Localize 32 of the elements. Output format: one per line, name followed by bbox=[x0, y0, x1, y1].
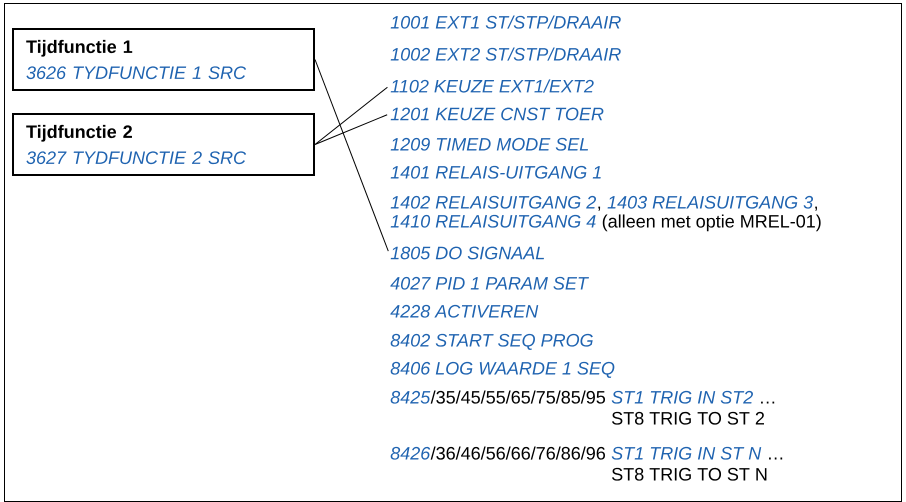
parameter-label: 8426 bbox=[390, 446, 430, 460]
parameter-label: 1401 RELAIS-UITGANG 1 bbox=[390, 166, 601, 179]
parameter-label: 1805 DO SIGNAAL bbox=[390, 246, 544, 260]
note-text: ST8 TRIG TO ST 2 bbox=[612, 412, 764, 425]
note-text: ST8 TRIG TO ST N bbox=[612, 468, 766, 481]
parameter-label: 1402 RELAISUITGANG 2 bbox=[390, 196, 596, 209]
note-text: , bbox=[815, 206, 817, 211]
connector-line bbox=[314, 86, 388, 145]
function-box: Tijdfunctie 2 3627 TYDFUNCTIE 2 SRC bbox=[12, 113, 315, 176]
parameter-label: 1403 RELAISUITGANG 3 bbox=[608, 196, 813, 209]
parameter-label: 1410 RELAISUITGANG 4 bbox=[390, 214, 596, 228]
parameter-label: 4027 PID 1 PARAM SET bbox=[390, 276, 589, 290]
note-text: (alleen met optie MREL-01) bbox=[602, 214, 821, 232]
parameter-label: 1102 KEUZE EXT1/EXT2 bbox=[390, 79, 594, 93]
parameter-label: 8402 START SEQ PROG bbox=[390, 334, 593, 350]
connector-line bbox=[314, 114, 388, 145]
parameter-label: 1209 TIMED MODE SEL bbox=[390, 138, 588, 151]
function-box: Tijdfunctie 1 3626 TYDFUNCTIE 1 SRC bbox=[12, 28, 315, 91]
note-text: /36/46/56/66/76/86/96 bbox=[430, 446, 605, 460]
note-text: … bbox=[769, 458, 782, 460]
parameter-label: ST1 TRIG IN ST2 bbox=[612, 390, 753, 404]
parameter-label: 8425 bbox=[390, 390, 430, 404]
parameter-label: 1001 EXT1 ST/STP/DRAAIR bbox=[390, 15, 621, 29]
parameter-label: 1002 EXT2 ST/STP/DRAAIR bbox=[390, 47, 621, 61]
note-text: , bbox=[598, 206, 600, 211]
note-text: /35/45/55/65/75/85/95 bbox=[430, 390, 606, 404]
parameter-label: 1201 KEUZE CNST TOER bbox=[390, 108, 604, 120]
note-text: … bbox=[761, 402, 774, 404]
connector-line bbox=[314, 59, 389, 252]
parameter-label: 8406 LOG WAARDE 1 SEQ bbox=[390, 362, 614, 378]
parameter-label: ST1 TRIG IN ST N bbox=[612, 446, 762, 460]
parameter-label: 4228 ACTIVEREN bbox=[390, 304, 538, 318]
